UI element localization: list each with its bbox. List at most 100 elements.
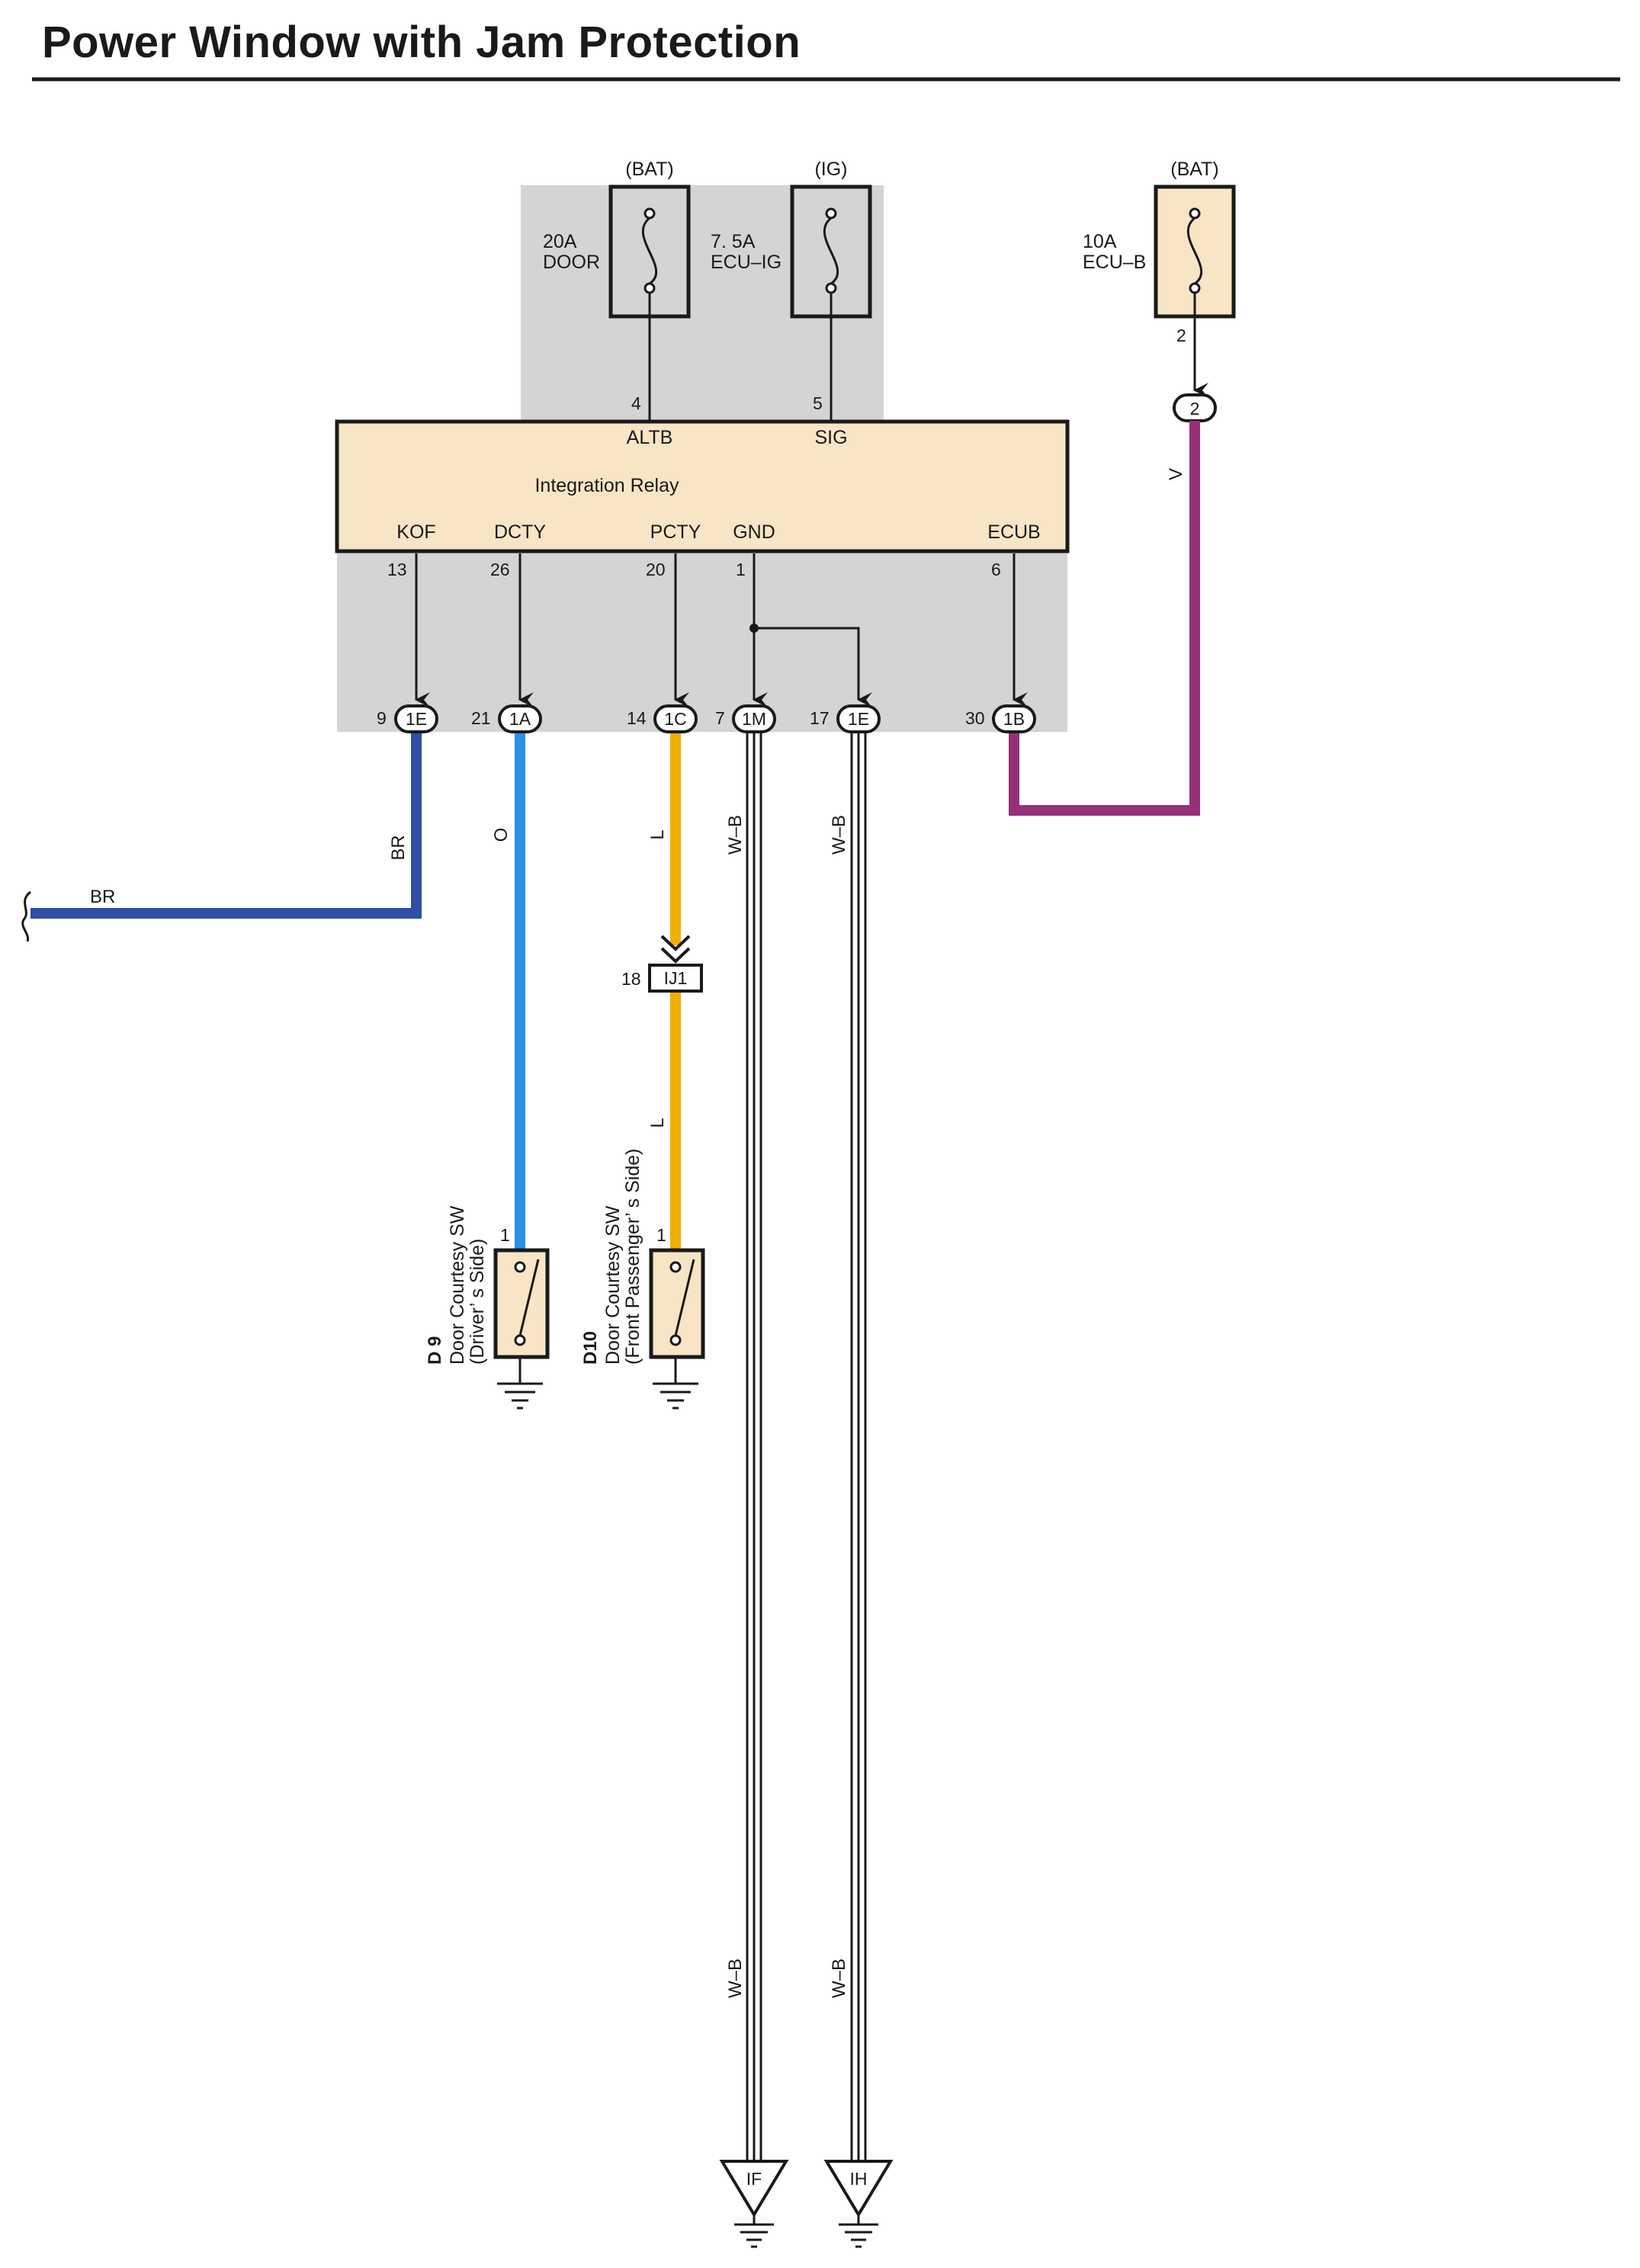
wire-labels: BR BR O L L V W–B W–B W–B W–B (90, 468, 1186, 1998)
switch-d9-pin: 1 (500, 1225, 510, 1245)
fuse-ecu-ig-name: ECU–IG (711, 252, 781, 273)
pin-pcty: 20 (646, 560, 666, 579)
svg-text:17: 17 (810, 708, 830, 728)
svg-text:21: 21 (471, 708, 491, 728)
connector-2-id: 2 (1190, 399, 1200, 419)
pin-kof: 13 (387, 560, 407, 579)
fuse-ecu-ig-source: (IG) (814, 159, 847, 180)
svg-text:7: 7 (715, 708, 725, 728)
fuse-element-icon (641, 217, 658, 285)
ground-icon (734, 2223, 774, 2248)
relay-output-wires: 13 26 20 1 6 (387, 553, 1028, 707)
wire-label-v: V (1166, 468, 1186, 480)
ground-ih-id: IH (850, 2169, 868, 2189)
fuse-door-rating: 20A (543, 231, 577, 252)
svg-text:9: 9 (377, 708, 387, 728)
terminal-ecub: ECUB (987, 521, 1040, 543)
fuse-ecu-ig: (IG) 7. 5A ECU–IG 5 (711, 159, 872, 422)
fuse-door-name: DOOR (543, 252, 600, 273)
ground-point-if: IF (719, 2160, 789, 2248)
fuse-ecu-b-rating: 10A (1083, 231, 1117, 252)
fuse-element-icon (1186, 217, 1203, 285)
terminal-dcty: DCTY (494, 521, 546, 543)
fuse-ecu-b: (BAT) 10A ECU–B 2 2 (1083, 159, 1236, 422)
connector-1m-7: 7 1M (715, 704, 776, 733)
wire-label-wb-2-bottom: W–B (829, 1958, 849, 1998)
svg-text:1E: 1E (848, 709, 869, 729)
ground-triangle-icon (719, 2160, 789, 2218)
fuse-ecu-b-name: ECU–B (1083, 252, 1146, 273)
svg-text:30: 30 (965, 708, 985, 728)
terminal-pcty: PCTY (650, 521, 701, 543)
connector-1e-17: 17 1E (810, 704, 881, 733)
relay-name: Integration Relay (534, 475, 679, 496)
fuse-element-icon (823, 217, 839, 285)
terminal-kof: KOF (396, 521, 435, 543)
pin-sig: 5 (813, 393, 823, 413)
fuse-door-source: (BAT) (625, 159, 673, 180)
wire-label-l-upper: L (647, 829, 668, 839)
ground-if-id: IF (746, 2169, 762, 2189)
fuse-ecu-b-source: (BAT) (1170, 159, 1218, 180)
terminal-sig: SIG (814, 427, 847, 448)
wire-wb-1 (746, 727, 762, 2163)
relay-fuse-area (521, 185, 884, 422)
switch-d10-name: Door Courtesy SW (602, 1205, 624, 1365)
svg-text:1E: 1E (406, 709, 427, 729)
integration-relay: ALTB SIG Integration Relay KOF DCTY PCTY… (335, 419, 1070, 553)
wiring (21, 421, 1200, 2163)
switch-d10-pin: 1 (656, 1225, 666, 1245)
switch-d10-side: (Front Passenger’ s Side) (622, 1149, 643, 1365)
wire-label-l-lower: L (647, 1118, 668, 1128)
fuse-ecu-ig-rating: 7. 5A (711, 231, 756, 252)
pin-altb: 4 (631, 393, 641, 413)
pin-gnd: 1 (736, 560, 746, 579)
pin-ecub: 6 (991, 560, 1001, 579)
fuse-door: (BAT) 20A DOOR 4 (543, 159, 691, 422)
wire-label-br-vertical: BR (388, 835, 409, 860)
connector-1b-30: 30 1B (965, 704, 1036, 733)
wire-v (1009, 421, 1200, 816)
pin-ecu-b: 2 (1176, 326, 1186, 345)
wire-label-wb-2-top: W–B (829, 815, 849, 855)
svg-text:1B: 1B (1003, 709, 1025, 729)
wire-label-wb-1-top: W–B (725, 815, 746, 855)
switch-d9-side: (Driver’ s Side) (467, 1239, 488, 1365)
ground-icon (839, 2223, 878, 2248)
wire-br (30, 728, 422, 919)
connector-1a-21: 21 1A (471, 704, 542, 733)
relay-connector-area (337, 549, 1067, 732)
relay-body (335, 419, 1070, 553)
switch-contact-icon (518, 1259, 540, 1336)
wire-label-br-horizontal: BR (90, 887, 115, 907)
junction-chevron-icon (660, 935, 691, 964)
switch-d9-name: Door Courtesy SW (447, 1205, 468, 1365)
ground-triangle-icon (823, 2160, 894, 2218)
switch-d9: 1 D 9 Door Courtesy SW (Driver’ s Side) (425, 1205, 550, 1410)
terminal-altb: ALTB (627, 427, 673, 448)
junction-connector-ij1: IJ1 18 (621, 935, 703, 993)
wire-label-o: O (491, 828, 512, 842)
pin-dcty: 26 (490, 560, 510, 579)
svg-text:1A: 1A (509, 709, 531, 729)
terminal-gnd: GND (733, 521, 775, 543)
junction-pin: 18 (621, 969, 641, 989)
switch-d10: 1 D10 Door Courtesy SW (Front Passenger’… (580, 1149, 705, 1410)
svg-text:14: 14 (627, 708, 647, 728)
wire-break-icon (21, 890, 32, 942)
page-title: Power Window with Jam Protection (42, 18, 801, 67)
wire-label-wb-1-bottom: W–B (725, 1958, 746, 1998)
switch-d9-code: D 9 (425, 1336, 445, 1365)
switch-d10-code: D10 (580, 1331, 601, 1365)
ground-point-ih: IH (823, 2160, 894, 2248)
junction-id: IJ1 (664, 968, 688, 988)
svg-text:1C: 1C (664, 709, 686, 729)
ground-icon (653, 1382, 698, 1410)
connector-1c-14: 14 1C (627, 704, 698, 733)
switch-contact-icon (674, 1259, 695, 1336)
connector-1e-9: 9 1E (377, 704, 438, 733)
ground-icon (497, 1382, 543, 1410)
relay-connectors: 9 1E 21 1A 14 1C 7 1M 17 1E 30 1B (377, 704, 1036, 733)
svg-text:1M: 1M (742, 709, 766, 729)
